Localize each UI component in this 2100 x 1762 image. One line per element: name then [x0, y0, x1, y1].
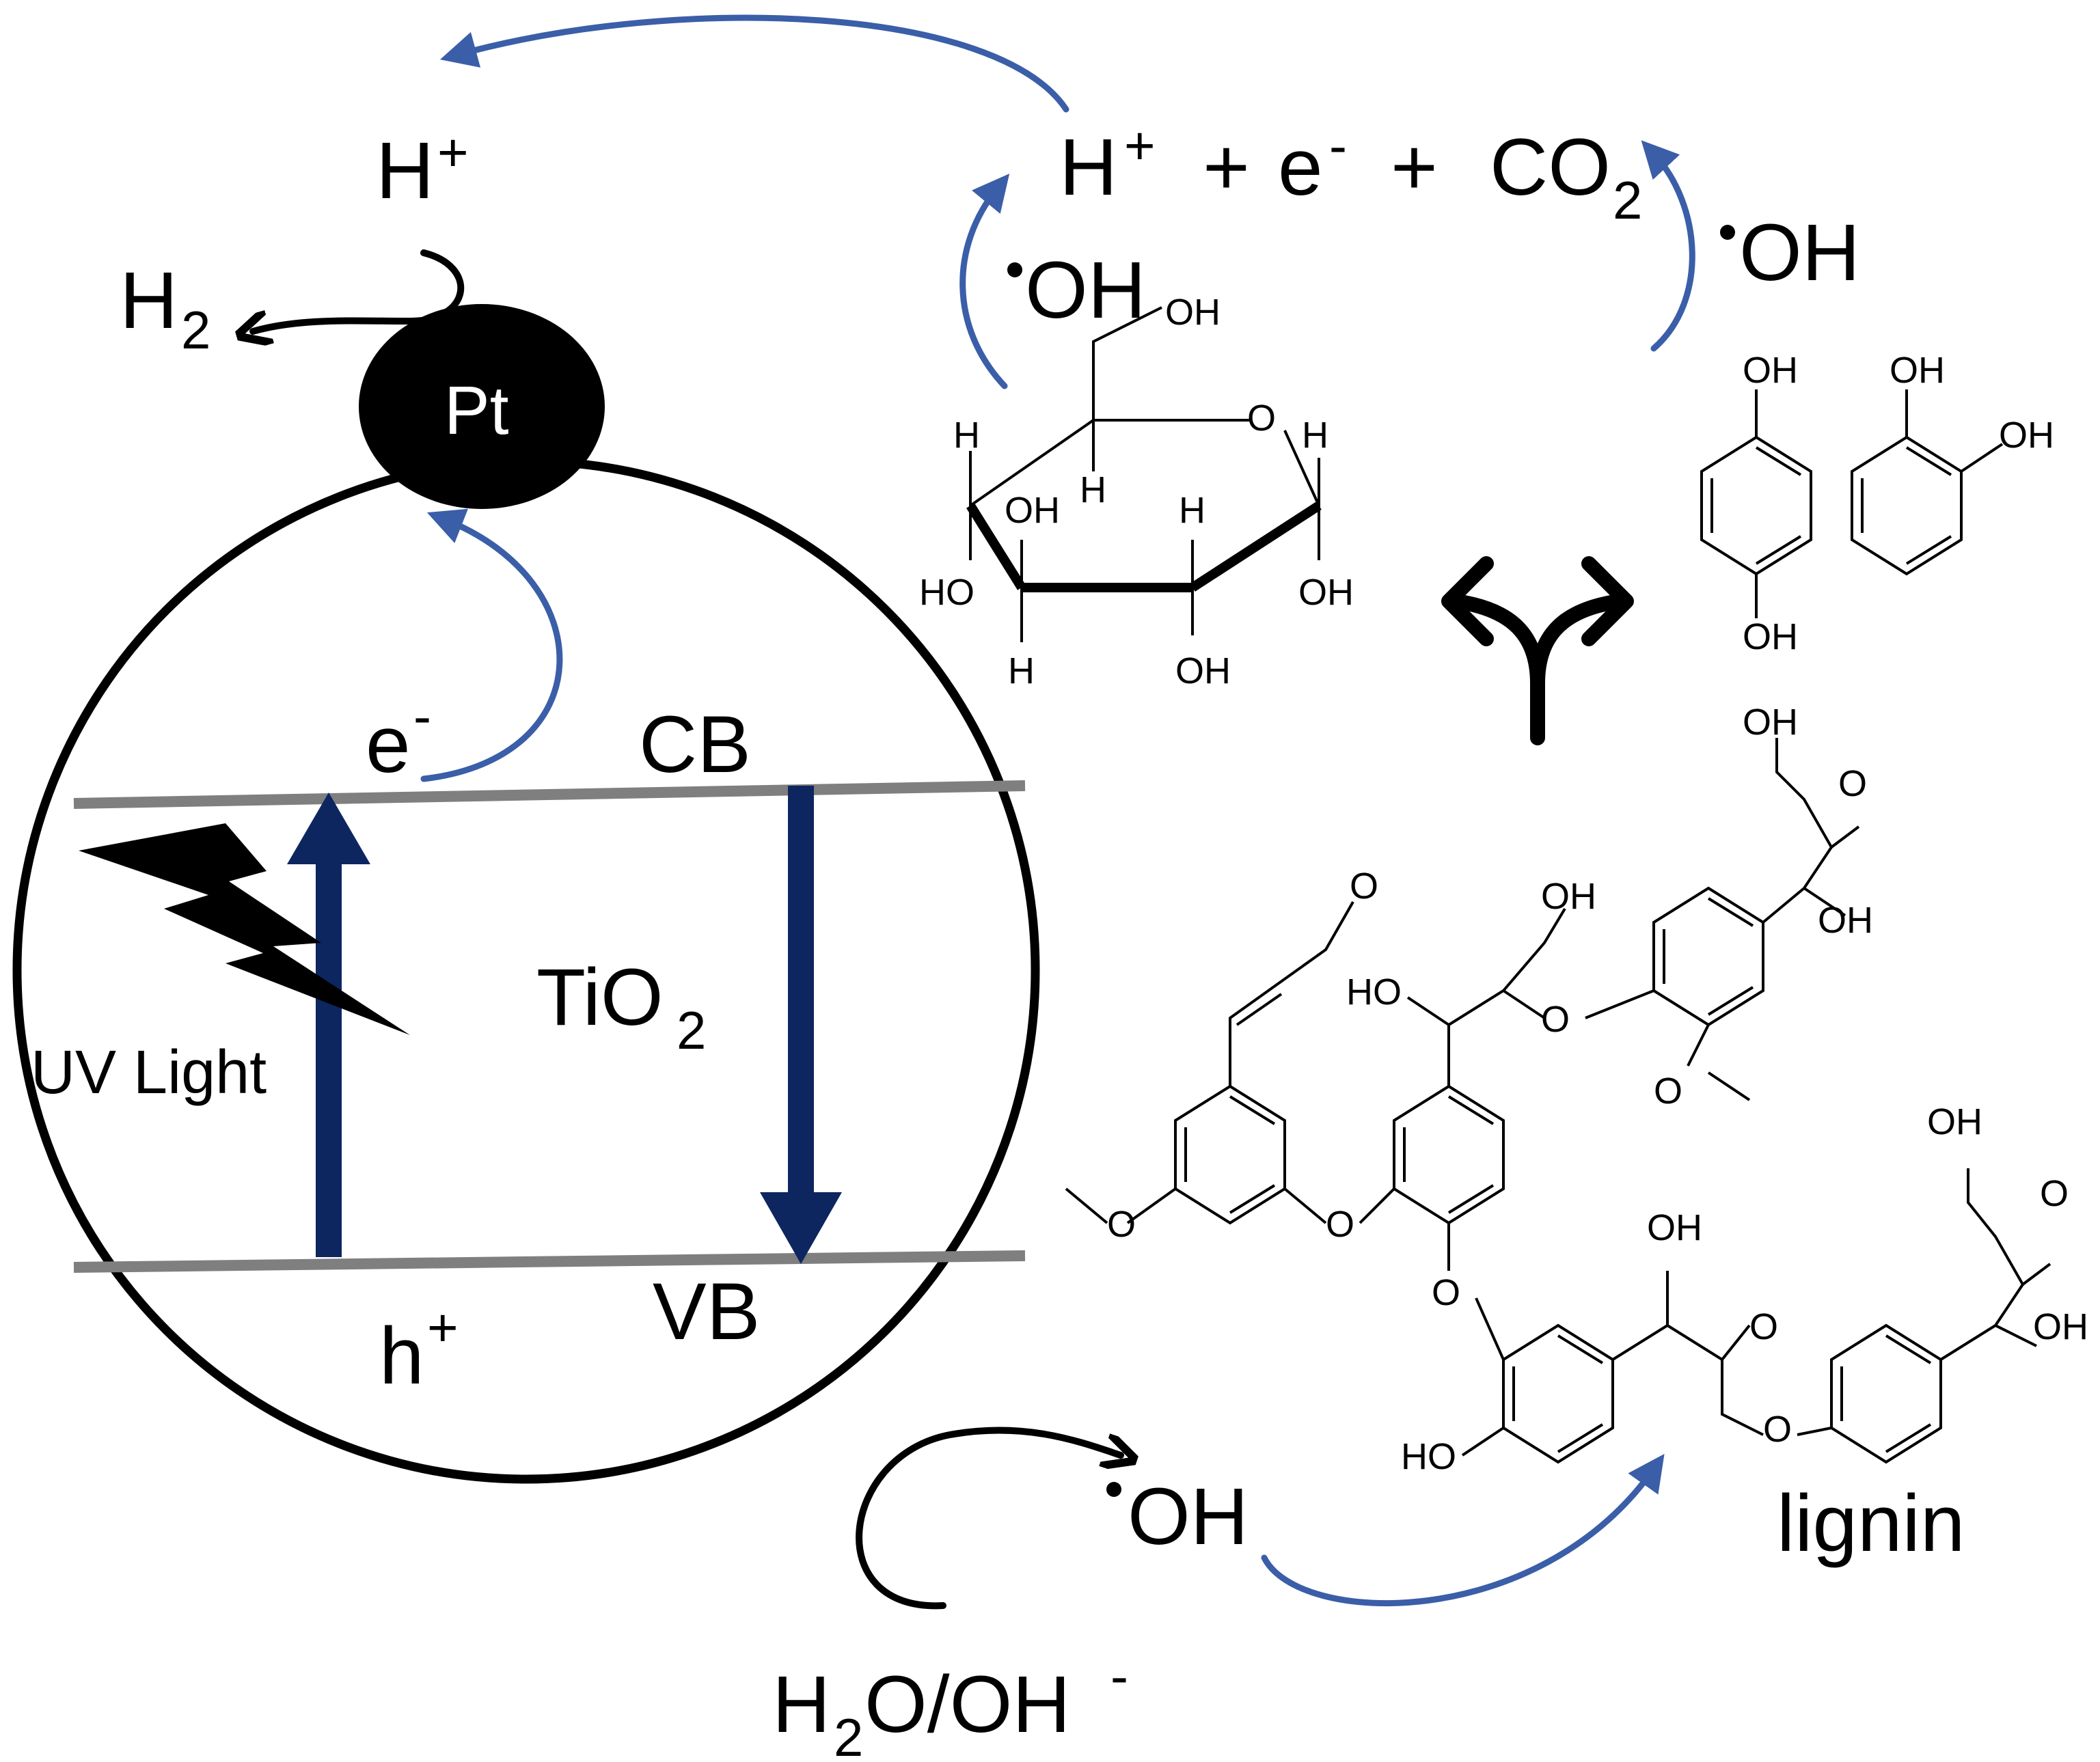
svg-text:O: O	[1350, 866, 1378, 907]
svg-text:O: O	[1541, 999, 1570, 1040]
svg-text:OH: OH	[1818, 900, 1873, 941]
svg-text:H: H	[120, 256, 178, 346]
svg-text:H: H	[953, 415, 980, 456]
svg-text:OH: OH	[1999, 415, 2054, 456]
svg-text:OH: OH	[1647, 1207, 1702, 1248]
lignin-structure	[1065, 738, 2051, 1464]
recombination-arrow	[760, 786, 842, 1264]
svg-text:O: O	[1107, 1204, 1136, 1245]
svg-text:OH: OH	[1890, 350, 1945, 391]
h2-label: H 2	[120, 256, 210, 360]
svg-text:OH: OH	[1739, 208, 1860, 298]
valence-band-line	[73, 1250, 1026, 1273]
electron-label: e -	[366, 686, 431, 790]
svg-text:+: +	[437, 122, 469, 182]
products-label: H + + e - + CO 2	[1059, 115, 1642, 230]
svg-text:H: H	[1179, 490, 1205, 531]
lignin-atom-labels: O O O OH HO O O OH O OH O HO OH O O OH O…	[1107, 702, 2088, 1477]
pt-nanoparticle	[359, 304, 605, 509]
svg-text:O: O	[1838, 763, 1867, 804]
svg-text:OH: OH	[2033, 1306, 2088, 1347]
excitation-arrow	[287, 793, 370, 1257]
svg-text:H: H	[376, 126, 434, 216]
svg-text:O: O	[2040, 1173, 2069, 1214]
tio2-label: TiO 2	[536, 952, 706, 1060]
svg-text:OH: OH	[1298, 572, 1354, 613]
glucose-atom-labels: OH O H H H OH H HO OH H OH	[919, 292, 1354, 691]
uv-light-label: UV Light	[31, 1038, 267, 1107]
lignin-oxidation-arrow	[1261, 1453, 1665, 1606]
conduction-band-line	[73, 780, 1026, 809]
svg-text:+: +	[1203, 122, 1250, 212]
svg-text:OH: OH	[1743, 702, 1798, 743]
svg-text:OH: OH	[1005, 490, 1060, 531]
svg-text:OH: OH	[1165, 292, 1221, 333]
phenol-oxidation-arrow	[1641, 140, 1695, 352]
svg-text:OH: OH	[1541, 876, 1596, 917]
svg-text:e: e	[366, 700, 411, 790]
hydroquinone-structure	[1700, 389, 1812, 618]
proton-return-arrow	[439, 14, 1069, 113]
svg-text:-: -	[413, 686, 431, 746]
svg-text:H: H	[1302, 415, 1328, 456]
svg-text:OH: OH	[1743, 616, 1798, 657]
lightning-bolt-icon	[79, 823, 410, 1035]
svg-text:O: O	[1432, 1272, 1460, 1313]
svg-text:2: 2	[834, 1707, 863, 1762]
svg-text:+: +	[427, 1297, 459, 1358]
svg-text:O: O	[1749, 1306, 1778, 1347]
svg-text:H: H	[1008, 650, 1035, 691]
svg-text:O: O	[1763, 1409, 1792, 1450]
oh-radical-left-label: OH	[1007, 245, 1146, 335]
svg-text:O: O	[1326, 1204, 1354, 1245]
fork-arrow-icon	[1441, 556, 1634, 745]
oh-radical-bottom-label: OH	[1106, 1472, 1249, 1562]
svg-text:OH: OH	[1175, 650, 1231, 691]
svg-text:HO: HO	[919, 572, 974, 613]
svg-text:TiO: TiO	[536, 952, 664, 1043]
h-plus-label: H +	[376, 122, 469, 216]
svg-text:HO: HO	[1346, 972, 1402, 1013]
glucose-oxidation-arrow	[959, 174, 1010, 389]
lignin-label: lignin	[1777, 1478, 1965, 1569]
oh-radical-right-label: OH	[1720, 208, 1860, 298]
svg-text:-: -	[1329, 115, 1347, 176]
svg-text:O/OH: O/OH	[864, 1660, 1071, 1750]
svg-text:+: +	[1391, 122, 1438, 212]
svg-text:-: -	[1110, 1646, 1128, 1706]
svg-text:+: +	[1124, 115, 1156, 176]
svg-text:HO: HO	[1401, 1436, 1456, 1477]
svg-text:OH: OH	[1025, 245, 1146, 335]
svg-text:2: 2	[181, 300, 210, 360]
hole-label: h +	[379, 1297, 459, 1401]
water-label: H 2 O/OH -	[772, 1646, 1128, 1762]
svg-text:OH: OH	[1927, 1101, 1982, 1142]
vb-label: VB	[653, 1267, 760, 1357]
svg-text:2: 2	[677, 1000, 706, 1060]
svg-text:OH: OH	[1128, 1472, 1249, 1562]
electron-transfer-arrow	[420, 508, 563, 782]
h2-evolution-arrow	[253, 249, 465, 331]
catechol-structure	[1851, 389, 2004, 576]
svg-text:O: O	[1654, 1071, 1682, 1112]
pt-label: Pt	[444, 372, 509, 449]
svg-text:OH: OH	[1743, 350, 1798, 391]
svg-text:e: e	[1278, 122, 1323, 212]
cb-label: CB	[639, 700, 751, 790]
phenol-atom-labels: OH OH OH OH	[1743, 350, 2054, 657]
water-oxidation-arrow	[856, 1427, 1121, 1610]
glucose-structure	[966, 306, 1322, 642]
svg-text:O: O	[1247, 398, 1276, 439]
svg-text:h: h	[379, 1311, 424, 1401]
svg-text:H: H	[772, 1660, 830, 1750]
svg-text:H: H	[1059, 122, 1117, 212]
tio2-particle	[12, 456, 1040, 1484]
svg-text:CO: CO	[1490, 122, 1611, 212]
svg-text:2: 2	[1613, 170, 1642, 230]
svg-text:H: H	[1080, 469, 1106, 510]
